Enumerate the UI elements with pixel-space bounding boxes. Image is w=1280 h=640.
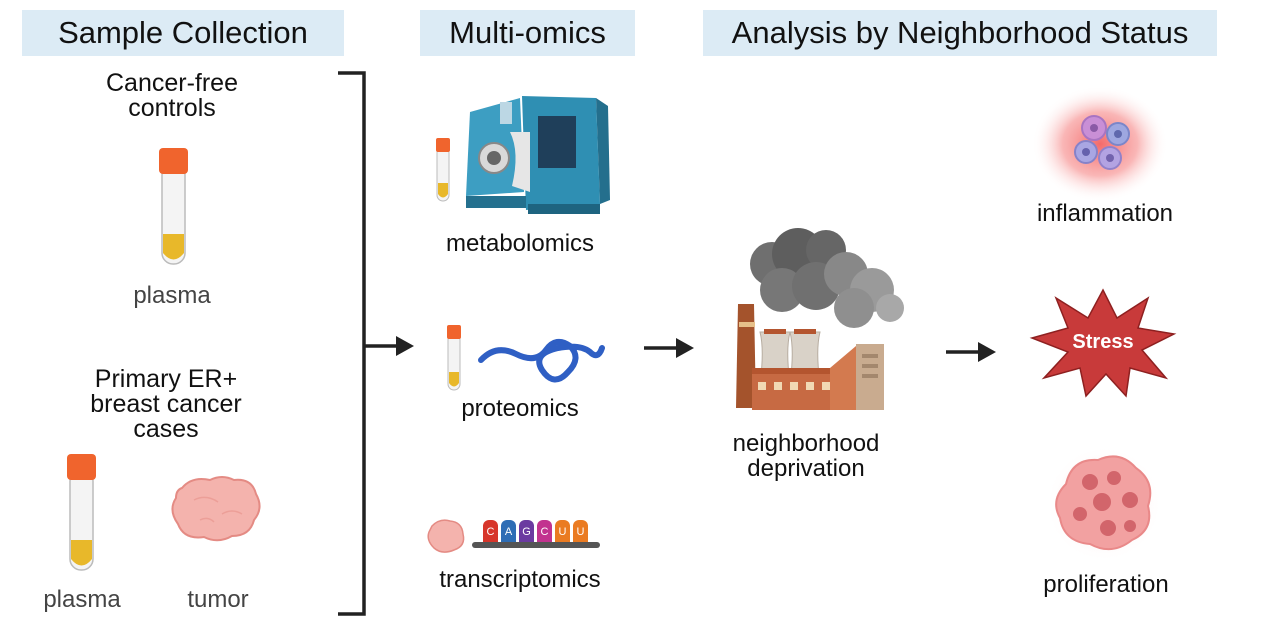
cases-tumor-label: tumor	[187, 586, 249, 613]
exposure-label-line2: deprivation	[747, 455, 865, 482]
arrow-to-exposure-icon	[644, 338, 694, 358]
header-sample-collection: Sample Collection	[22, 10, 344, 56]
rna-backbone	[472, 542, 600, 548]
controls-plasma-label: plasma	[133, 282, 211, 309]
factory-pollution-icon	[736, 228, 904, 410]
header-analysis: Analysis by Neighborhood Status	[703, 10, 1217, 56]
controls-plasma-tube-icon	[159, 148, 188, 265]
rna-nucleotide-3-label: G	[522, 526, 531, 538]
rna-nucleotide-1: C	[483, 520, 498, 542]
cases-label-line1: Primary ER+	[94, 365, 238, 393]
rna-nucleotide-5-label: U	[558, 526, 567, 538]
rna-nucleotide-5: U	[555, 520, 570, 542]
mass-spectrometer-icon	[466, 96, 610, 214]
rna-nucleotide-6: U	[573, 520, 588, 542]
rna-nucleotide-2-label: A	[504, 526, 513, 538]
inflammation-cells-icon	[1032, 86, 1168, 202]
protein-chain-icon	[478, 338, 605, 383]
arrow-to-outcomes-icon	[946, 342, 996, 362]
metabolomics-tube-icon	[436, 138, 450, 202]
controls-label-line1: Cancer-free	[106, 69, 238, 97]
inflammation-label: inflammation	[1036, 200, 1174, 227]
rna-nucleotide-3: G	[519, 520, 534, 542]
rna-nucleotide-4-label: C	[540, 526, 549, 538]
proliferation-cell-icon	[1046, 446, 1162, 562]
controls-label-line2: controls	[128, 94, 216, 122]
metabolomics-label: metabolomics	[445, 230, 595, 257]
tumor-tissue-icon	[171, 476, 261, 542]
stress-burst-icon	[1029, 288, 1177, 398]
cases-plasma-tube-icon	[67, 454, 96, 571]
cases-plasma-label: plasma	[43, 586, 121, 613]
rna-nucleotide-2: A	[501, 520, 516, 542]
stress-label: Stress	[1072, 331, 1134, 353]
cases-label-line3: cases	[133, 415, 199, 443]
proteomics-tube-icon	[447, 325, 461, 391]
proteomics-label: proteomics	[461, 395, 579, 422]
rna-tissue-icon	[427, 519, 465, 553]
cases-label-line2: breast cancer	[90, 390, 242, 418]
rna-nucleotide-4: C	[537, 520, 552, 542]
samples-bracket	[338, 71, 414, 616]
exposure-label-line1: neighborhood	[732, 430, 880, 457]
rna-nucleotide-1-label: C	[486, 526, 495, 538]
transcriptomics-label: transcriptomics	[439, 566, 601, 593]
header-multi-omics: Multi-omics	[420, 10, 635, 56]
proliferation-label: proliferation	[1043, 571, 1169, 598]
rna-nucleotide-6-label: U	[576, 526, 585, 538]
rna-strand: C A G C U U	[472, 520, 600, 550]
